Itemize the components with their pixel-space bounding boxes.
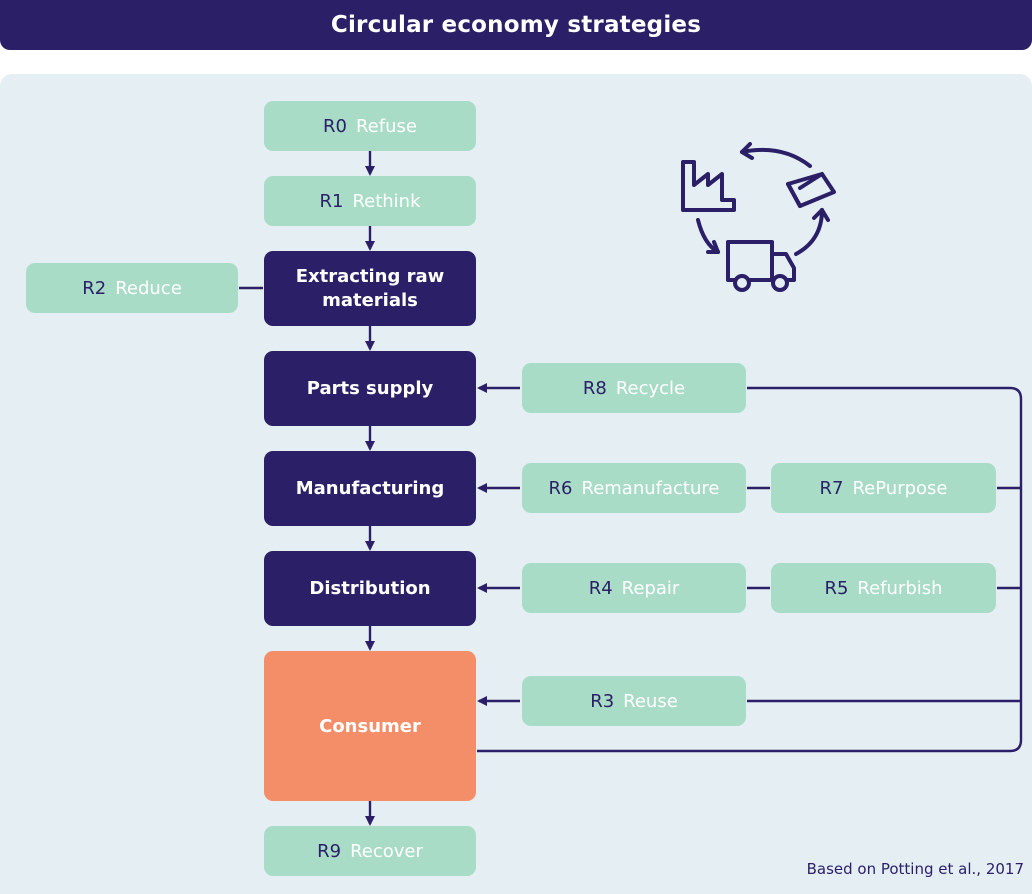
stage-manufacturing: Manufacturing (264, 451, 476, 526)
strategy-r1-rethink: R1 Rethink (264, 176, 476, 226)
strategy-code: R2 (82, 277, 107, 299)
stage-distribution: Distribution (264, 551, 476, 626)
strategy-label: Rethink (352, 190, 421, 212)
strategy-code: R1 (319, 190, 344, 212)
strategy-label: Recycle (615, 377, 686, 399)
strategy-r5-refurbish: R5 Refurbish (771, 563, 996, 613)
strategy-r8-recycle: R8 Recycle (522, 363, 746, 413)
strategy-code: R8 (582, 377, 607, 399)
strategy-code: R5 (824, 577, 849, 599)
strategy-r9-recover: R9 Recover (264, 826, 476, 876)
strategy-code: R7 (819, 477, 844, 499)
truck-wheel-icon (771, 274, 789, 292)
diagram-title: Circular economy strategies (330, 12, 702, 38)
strategy-label: Reduce (115, 277, 182, 299)
stage-parts-supply: Parts supply (264, 351, 476, 426)
strategy-code: R9 (317, 840, 342, 862)
strategy-label: Refuse (355, 115, 417, 137)
stage-consumer: Consumer (264, 651, 476, 801)
strategy-code: R3 (590, 690, 615, 712)
strategy-code: R0 (323, 115, 347, 137)
strategy-r2-reduce: R2 Reduce (26, 263, 238, 313)
strategy-label: RePurpose (852, 477, 948, 499)
title-bar: Circular economy strategies (0, 0, 1032, 50)
truck-wheel-icon (733, 274, 751, 292)
stage-extracting-raw-materials: Extracting raw materials (264, 251, 476, 326)
strategy-label: Repair (621, 577, 680, 599)
strategy-r0-refuse: R0 Refuse (264, 101, 476, 151)
strategy-r6-remanufacture: R6 Remanufacture (522, 463, 746, 513)
strategy-r3-reuse: R3 Reuse (522, 676, 746, 726)
source-citation: Based on Potting et al., 2017 (806, 860, 1024, 878)
strategy-r4-repair: R4 Repair (522, 563, 746, 613)
strategy-label: Refurbish (857, 577, 943, 599)
strategy-label: Reuse (623, 690, 678, 712)
strategy-r7-repurpose: R7 RePurpose (771, 463, 996, 513)
circular-supply-chain-icon (681, 142, 836, 292)
strategy-label: Remanufacture (581, 477, 720, 499)
return-loop (477, 386, 1023, 753)
strategy-code: R6 (548, 477, 573, 499)
strategy-label: Recover (350, 840, 423, 862)
strategy-code: R4 (588, 577, 613, 599)
